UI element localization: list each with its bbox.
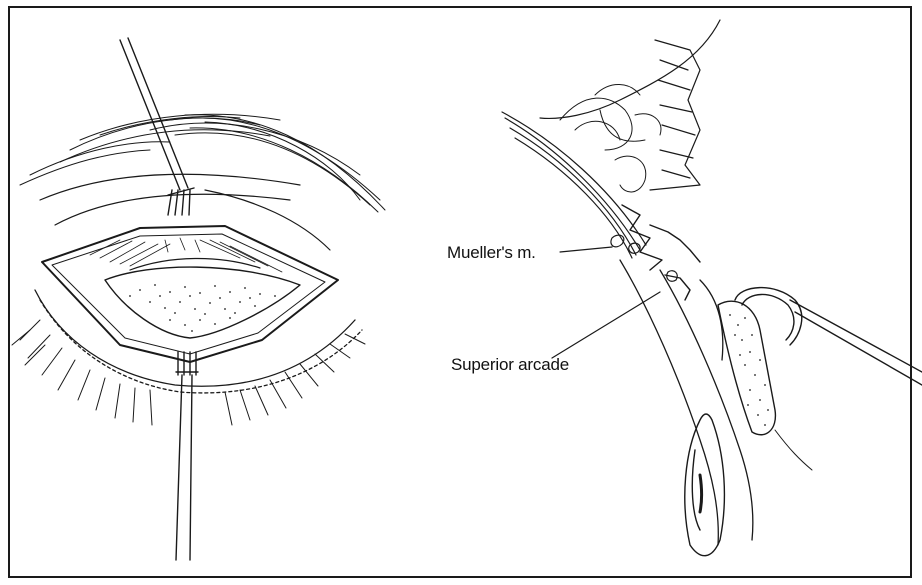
lower-fiber xyxy=(775,430,812,470)
levator-band xyxy=(502,112,646,258)
mueller-leader xyxy=(560,247,612,252)
lid-section xyxy=(620,260,753,545)
lid-fold xyxy=(40,174,330,250)
incision-outline xyxy=(42,226,338,362)
tarsal-stipple xyxy=(129,284,276,332)
superior-arcade-label: Superior arcade xyxy=(451,355,569,375)
lower-retractor xyxy=(176,352,198,560)
tarsal-plate xyxy=(105,258,300,338)
right-sagittal-section xyxy=(502,20,922,556)
right-retractor xyxy=(735,288,922,385)
tarsal-section-stipple xyxy=(729,314,769,426)
mueller-muscle xyxy=(622,205,700,300)
eyebrow-hair xyxy=(20,114,385,212)
leader-lines xyxy=(552,247,660,358)
arcade-leader xyxy=(552,292,660,358)
tarsal-section xyxy=(718,301,775,435)
left-eyelid-surgical-view xyxy=(12,38,385,560)
mueller-muscle-label: Mueller's m. xyxy=(447,243,536,263)
upper-tissue xyxy=(540,20,720,190)
